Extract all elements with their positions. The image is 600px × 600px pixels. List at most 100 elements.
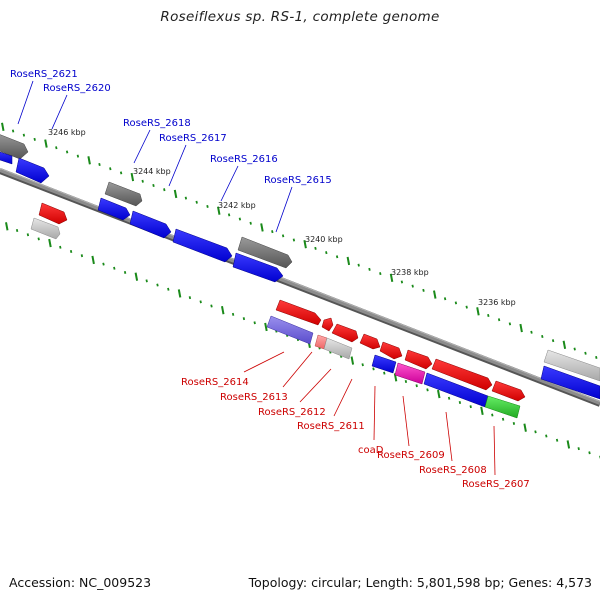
- minor-tick: [551, 339, 555, 343]
- minor-tick: [167, 287, 170, 291]
- gene-label-roseRS-2620[interactable]: RoseRS_2620: [43, 83, 111, 94]
- gene-arrow-blue[interactable]: [97, 197, 131, 221]
- minor-tick: [238, 217, 242, 221]
- gene-label-roseRS-2608[interactable]: RoseRS_2608: [419, 465, 487, 476]
- outer-tick-track: [1, 122, 598, 359]
- major-tick: [476, 307, 480, 316]
- minor-tick: [491, 413, 494, 417]
- gene-arrow-red[interactable]: [321, 317, 334, 332]
- minor-tick: [80, 254, 84, 258]
- gene-arrow-blue[interactable]: [0, 150, 13, 165]
- minor-tick: [76, 154, 80, 158]
- major-tick: [44, 139, 48, 148]
- major-tick: [562, 340, 567, 350]
- minor-tick: [199, 300, 202, 304]
- gene-arrow-dark[interactable]: [237, 236, 293, 269]
- minor-tick: [541, 334, 544, 338]
- minor-tick: [512, 421, 516, 425]
- minor-tick: [141, 179, 144, 183]
- gene-label-roseRS-2616[interactable]: RoseRS_2616: [210, 154, 278, 165]
- forward-gene-labels: RoseRS_2621 RoseRS_2620 RoseRS_2618 Rose…: [10, 69, 332, 233]
- major-tick: [523, 423, 527, 432]
- major-tick: [346, 256, 351, 266]
- minor-tick: [206, 204, 209, 208]
- minor-tick: [195, 200, 198, 204]
- major-tick: [91, 255, 95, 265]
- gene-arrow-purple[interactable]: [266, 315, 314, 345]
- minor-tick: [281, 234, 285, 238]
- minor-tick: [145, 279, 148, 283]
- gene-arrow-magenta[interactable]: [394, 362, 426, 385]
- reverse-strand-genes: [30, 202, 526, 419]
- minor-tick: [454, 301, 458, 305]
- gene-arrow-dark[interactable]: [104, 181, 143, 207]
- gene-label-roseRS-2614[interactable]: RoseRS_2614: [181, 377, 249, 388]
- minor-tick: [443, 297, 447, 301]
- minor-tick: [11, 129, 15, 133]
- minor-tick: [415, 384, 418, 388]
- major-tick: [130, 172, 135, 182]
- gene-arrow-blue[interactable]: [371, 354, 397, 374]
- minor-tick: [534, 430, 537, 434]
- major-tick: [389, 273, 394, 282]
- major-tick: [433, 290, 437, 299]
- minor-tick: [368, 267, 371, 271]
- kbp-label-3244: 3244 kbp: [133, 167, 171, 176]
- gene-arrow-light[interactable]: [543, 349, 600, 382]
- gene-arrow-light[interactable]: [30, 217, 61, 240]
- major-tick: [260, 223, 264, 232]
- minor-tick: [379, 272, 382, 276]
- minor-tick: [465, 305, 468, 309]
- minor-tick: [163, 188, 166, 192]
- minor-tick: [422, 288, 425, 292]
- gene-arrow-red[interactable]: [38, 202, 68, 225]
- minor-tick: [595, 355, 598, 359]
- minor-tick: [69, 249, 73, 253]
- major-tick: [1, 122, 5, 131]
- minor-tick: [426, 388, 429, 392]
- gene-label-roseRS-2613[interactable]: RoseRS_2613: [220, 392, 288, 403]
- minor-tick: [487, 314, 490, 318]
- major-tick: [437, 389, 441, 399]
- gene-arrow-light[interactable]: [323, 337, 353, 360]
- major-tick: [221, 306, 225, 315]
- gene-label-roseRS-2611[interactable]: RoseRS_2611: [297, 421, 365, 432]
- gene-arrow-red[interactable]: [431, 358, 493, 391]
- gene-arrow-red[interactable]: [359, 333, 381, 350]
- gene-arrow-red[interactable]: [379, 341, 403, 360]
- gene-label-roseRS-2618[interactable]: RoseRS_2618: [123, 118, 191, 129]
- minor-tick: [404, 380, 408, 384]
- minor-tick: [59, 245, 62, 249]
- minor-tick: [577, 447, 580, 451]
- gene-label-roseRS-2615[interactable]: RoseRS_2615: [264, 175, 332, 186]
- minor-tick: [152, 183, 155, 187]
- gene-arrow-green[interactable]: [484, 395, 521, 419]
- major-tick: [519, 323, 523, 333]
- major-tick: [217, 206, 221, 215]
- gene-label-roseRS-2612[interactable]: RoseRS_2612: [258, 407, 326, 418]
- minor-tick: [26, 233, 30, 237]
- gene-arrow-blue[interactable]: [232, 252, 284, 283]
- gene-arrow-blue[interactable]: [15, 157, 50, 184]
- minor-tick: [469, 405, 472, 409]
- major-tick: [5, 222, 9, 231]
- gene-arrow-blue[interactable]: [172, 228, 233, 263]
- gene-arrow-red[interactable]: [275, 299, 322, 326]
- minor-tick: [98, 163, 101, 167]
- major-tick: [303, 240, 307, 249]
- gene-arrow-dark[interactable]: [0, 133, 29, 160]
- gene-label-coaD[interactable]: coaD: [358, 445, 384, 456]
- gene-arrow-red[interactable]: [331, 323, 359, 343]
- major-tick: [566, 440, 571, 449]
- gene-label-roseRS-2617[interactable]: RoseRS_2617: [159, 133, 227, 144]
- gene-label-roseRS-2609[interactable]: RoseRS_2609: [377, 450, 445, 461]
- minor-tick: [242, 317, 246, 321]
- gene-arrow-red[interactable]: [404, 349, 433, 370]
- gene-arrow-red[interactable]: [491, 380, 526, 402]
- gene-label-roseRS-2621[interactable]: RoseRS_2621: [10, 69, 78, 80]
- gene-label-roseRS-2607[interactable]: RoseRS_2607: [462, 479, 530, 490]
- gene-arrow-blue[interactable]: [540, 365, 600, 400]
- minor-tick: [37, 237, 40, 241]
- gene-arrow-blue[interactable]: [129, 210, 172, 239]
